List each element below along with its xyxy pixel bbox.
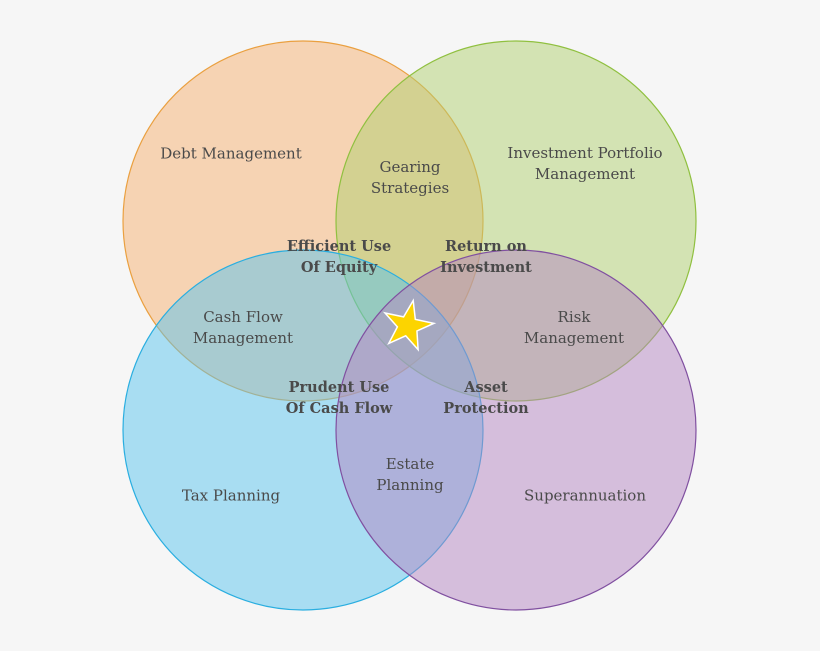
- label-estate-planning: Estate Planning: [376, 455, 444, 494]
- label-efficient-use-of-equity: Efficient Use Of Equity: [286, 238, 392, 276]
- star-icon: [382, 298, 437, 352]
- label-tax-planning: Tax Planning: [181, 486, 281, 505]
- label-risk-management: Risk Management: [523, 308, 625, 347]
- label-return-on-investment: Return on Investment: [440, 238, 532, 276]
- label-investment-portfolio: Investment Portfolio Management: [507, 144, 663, 183]
- label-cash-flow-management: Cash Flow Management: [192, 308, 294, 347]
- circle-superannuation: [335, 249, 697, 611]
- label-superannuation: Superannuation: [524, 486, 646, 505]
- label-debt-management: Debt Management: [160, 144, 302, 163]
- label-gearing-strategies: Gearing Strategies: [370, 158, 450, 197]
- label-asset-protection: Asset Protection: [443, 379, 529, 417]
- label-prudent-use-of-cash-flow: Prudent Use Of Cash Flow: [285, 379, 393, 417]
